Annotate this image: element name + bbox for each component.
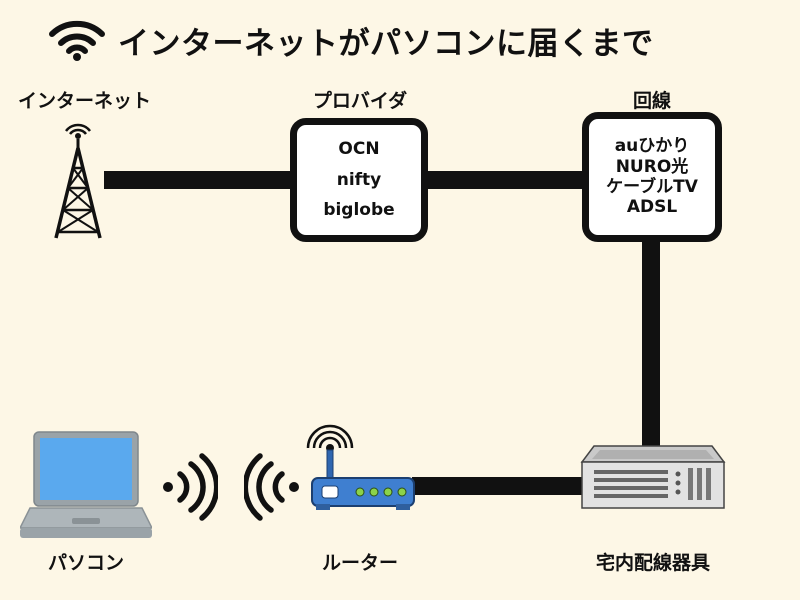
provider-label: プロバイダ bbox=[312, 90, 408, 112]
provider-box: OCN nifty biglobe bbox=[290, 118, 428, 242]
router-icon bbox=[306, 424, 415, 510]
home-equipment-label: 宅内配線器具 bbox=[595, 552, 710, 574]
laptop-icon bbox=[20, 431, 152, 538]
provider-item: OCN bbox=[338, 139, 380, 160]
provider-item: biglobe bbox=[323, 200, 395, 221]
line-box: auひかり NURO光 ケーブルTV ADSL bbox=[582, 112, 722, 242]
internet-label: インターネット bbox=[18, 90, 152, 112]
provider-item: nifty bbox=[336, 169, 382, 190]
wifi-waves-icon bbox=[244, 453, 299, 521]
link-internet-provider bbox=[104, 171, 294, 189]
page-title: インターネットがパソコンに届くまで bbox=[118, 26, 654, 62]
link-provider-line bbox=[424, 171, 586, 189]
modem-icon bbox=[580, 445, 726, 509]
pc-label: パソコン bbox=[47, 552, 124, 574]
radio-tower-icon bbox=[54, 123, 102, 239]
line-item: ケーブルTV bbox=[606, 177, 698, 197]
wifi-waves-icon bbox=[163, 453, 218, 521]
wifi-icon bbox=[49, 20, 105, 61]
line-label: 回線 bbox=[632, 90, 671, 112]
line-item: auひかり bbox=[614, 136, 690, 157]
line-item: NURO光 bbox=[615, 156, 689, 177]
link-line-equipment bbox=[642, 238, 660, 450]
line-item: ADSL bbox=[626, 197, 678, 218]
router-label: ルーター bbox=[321, 552, 398, 574]
link-equipment-router bbox=[412, 477, 588, 495]
